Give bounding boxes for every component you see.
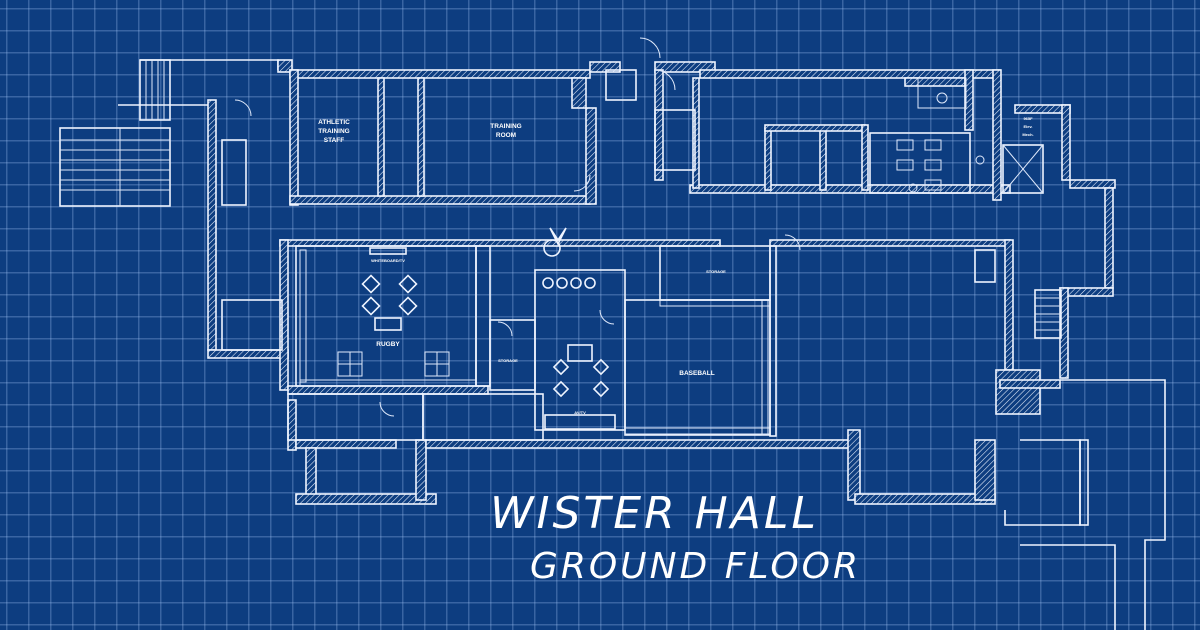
label-mech: Mech. — [1022, 132, 1033, 137]
annex — [1004, 379, 1166, 630]
lower-rooms — [287, 227, 777, 441]
door-swings — [234, 37, 801, 417]
plan-title-line2: GROUND FLOOR — [530, 546, 861, 587]
label-athletic-training-staff-3: STAFF — [324, 137, 344, 144]
exterior-stairs — [59, 59, 279, 207]
building-walls — [207, 59, 1116, 505]
label-storage-right: STORAGE — [706, 269, 726, 274]
label-storage-left: STORAGE — [498, 358, 518, 363]
label-rugby: RUGBY — [376, 341, 400, 348]
upper-rooms — [221, 69, 1062, 351]
label-athletic-training-staff-1: ATHLETIC — [318, 119, 350, 126]
room-labels: ATHLETIC TRAINING STAFF TRAINING ROOM WH… — [318, 116, 1034, 415]
label-training-room-2: ROOM — [496, 132, 516, 139]
plan-title-line1: WISTER HALL — [490, 488, 819, 539]
label-whiteboard-tv: WHITEBOARD/TV — [371, 258, 405, 263]
label-elev: Elev. — [1023, 124, 1032, 129]
label-av-tv: AV/TV — [574, 410, 586, 415]
label-athletic-training-staff-2: TRAINING — [318, 128, 349, 135]
label-965f: 965F — [1023, 116, 1033, 121]
label-training-room-1: TRAINING — [490, 123, 521, 130]
label-baseball: BASEBALL — [679, 370, 714, 377]
